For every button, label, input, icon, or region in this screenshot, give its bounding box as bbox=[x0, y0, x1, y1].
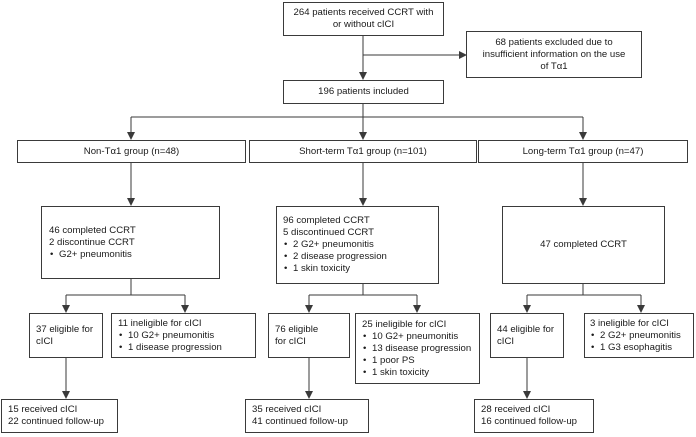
long-ineligible-box: 3 ineligible for cICI 2 G2+ pneumonitis … bbox=[584, 313, 694, 358]
short-final-box: 35 received cICI 41 continued follow-up bbox=[245, 399, 369, 433]
non-ccrt-completed: 46 completed CCRT bbox=[49, 224, 136, 236]
short-ccrt-completed: 96 completed CCRT bbox=[283, 215, 370, 226]
non-eligible-line2: cICI bbox=[36, 335, 54, 347]
long-ccrt-completed: 47 completed CCRT bbox=[540, 239, 627, 250]
long-ineligible-reason: 1 G3 esophagitis bbox=[590, 342, 690, 354]
short-ccrt-reason: 1 skin toxicity bbox=[283, 263, 432, 275]
group-non-ta1-title: Non-Tα1 group (n=48) bbox=[83, 145, 180, 157]
long-final-received: 28 received cICI bbox=[481, 404, 551, 415]
non-ccrt-reason: G2+ pneumonitis bbox=[49, 249, 213, 261]
non-final-followup: 22 continued follow-up bbox=[8, 416, 105, 427]
group-short-term-title: Short-term Tα1 group (n=101) bbox=[299, 145, 427, 157]
short-ineligible-box: 25 ineligible for cICI 10 G2+ pneumoniti… bbox=[355, 313, 480, 384]
group-long-term-box: Long-term Tα1 group (n=47) bbox=[478, 140, 688, 163]
long-eligible-line2: cICI bbox=[497, 335, 515, 347]
non-ineligible-box: 11 ineligible for cICI 10 G2+ pneumoniti… bbox=[111, 313, 256, 358]
included-patients-box: 196 patients included bbox=[283, 80, 444, 104]
excluded-patients-box: 68 patients excluded due to insufficient… bbox=[466, 31, 642, 78]
excluded-line3: of Tα1 bbox=[540, 60, 568, 72]
long-final-followup: 16 continued follow-up bbox=[481, 416, 578, 427]
non-ineligible-title: 11 ineligible for cICI bbox=[118, 317, 202, 329]
short-ineligible-reason: 13 disease progression bbox=[362, 343, 473, 355]
group-long-term-title: Long-term Tα1 group (n=47) bbox=[522, 145, 644, 157]
short-ccrt-discontinued: 5 discontinued CCRT bbox=[283, 227, 375, 238]
short-final-received: 35 received cICI bbox=[252, 404, 322, 415]
short-final-followup: 41 continued follow-up bbox=[252, 416, 349, 427]
long-ineligible-title: 3 ineligible for cICI bbox=[590, 317, 669, 329]
long-eligible-box: 44 eligible for cICI bbox=[490, 313, 564, 358]
non-final-box: 15 received cICI 22 continued follow-up bbox=[1, 399, 118, 433]
long-final-box: 28 received cICI 16 continued follow-up bbox=[474, 399, 594, 433]
long-eligible-line1: 44 eligible for bbox=[497, 323, 555, 335]
non-ccrt-discontinued: 2 discontinue CCRT bbox=[49, 236, 135, 248]
excluded-line2: insufficient information on the use bbox=[482, 48, 626, 60]
short-ineligible-reason: 10 G2+ pneumonitis bbox=[362, 331, 473, 343]
non-ineligible-reason: 10 G2+ pneumonitis bbox=[118, 330, 249, 342]
non-eligible-box: 37 eligible for cICI bbox=[29, 313, 103, 358]
group-short-term-box: Short-term Tα1 group (n=101) bbox=[249, 140, 477, 163]
short-ccrt-reason: 2 disease progression bbox=[283, 251, 432, 263]
short-ineligible-reason: 1 poor PS bbox=[362, 355, 473, 367]
group-non-ta1-box: Non-Tα1 group (n=48) bbox=[17, 140, 246, 163]
total-patients-line1: 264 patients received CCRT with bbox=[293, 7, 434, 18]
non-ccrt-box: 46 completed CCRT 2 discontinue CCRT G2+… bbox=[41, 206, 220, 279]
long-ineligible-reason: 2 G2+ pneumonitis bbox=[590, 330, 690, 342]
short-ineligible-reason: 1 skin toxicity bbox=[362, 367, 473, 379]
non-eligible-line1: 37 eligible for bbox=[36, 323, 94, 335]
short-eligible-box: 76 eligible for cICI bbox=[268, 313, 350, 358]
short-ineligible-title: 25 ineligible for cICI bbox=[362, 318, 447, 330]
total-patients-line2: or without cICI bbox=[332, 19, 395, 30]
short-eligible-line1: 76 eligible bbox=[275, 323, 319, 335]
short-ccrt-box: 96 completed CCRT 5 discontinued CCRT 2 … bbox=[276, 206, 439, 284]
included-label: 196 patients included bbox=[318, 86, 409, 97]
long-ccrt-box: 47 completed CCRT bbox=[502, 206, 665, 284]
excluded-line1: 68 patients excluded due to bbox=[495, 36, 613, 48]
non-final-received: 15 received cICI bbox=[8, 404, 78, 415]
short-eligible-line2: for cICI bbox=[275, 335, 306, 347]
short-ccrt-reason: 2 G2+ pneumonitis bbox=[283, 239, 432, 251]
non-ineligible-reason: 1 disease progression bbox=[118, 342, 249, 354]
total-patients-box: 264 patients received CCRT with or witho… bbox=[283, 2, 444, 36]
